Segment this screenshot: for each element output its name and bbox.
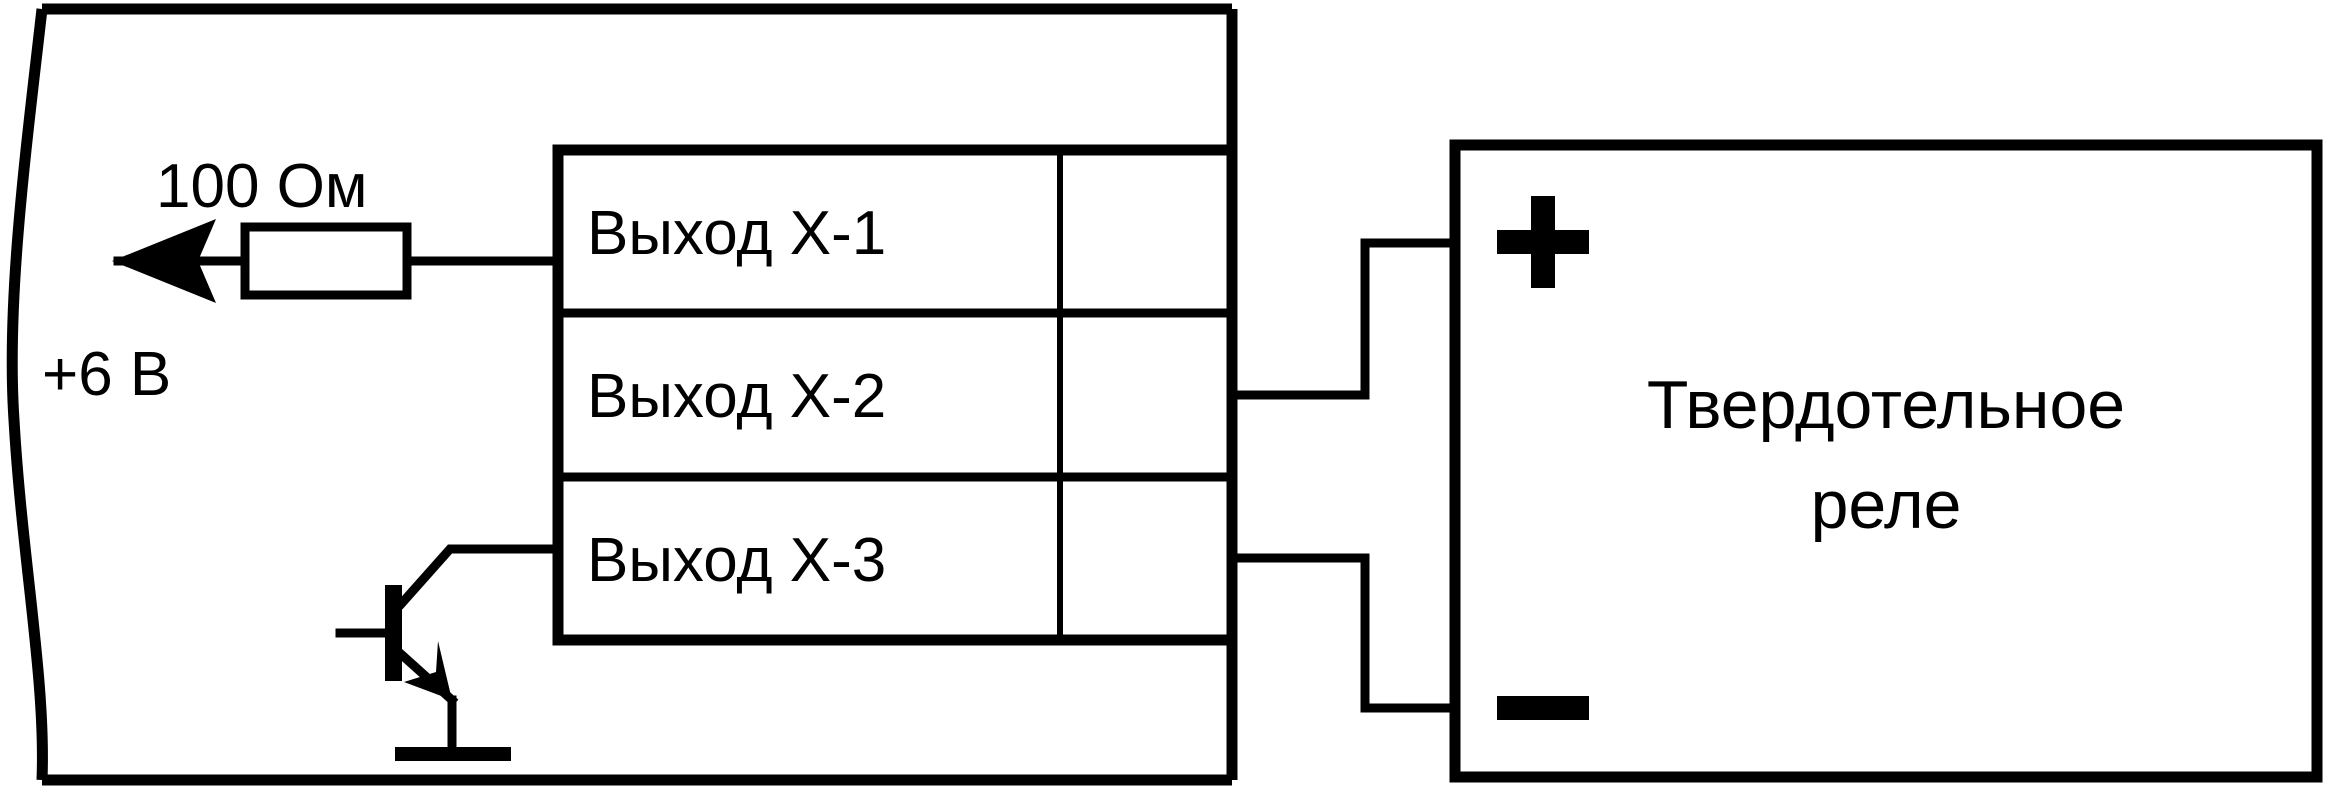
transistor-emitter-arrow-icon (404, 641, 452, 700)
solid-state-relay: Твердотельное реле (1449, 139, 2323, 783)
wire-output-x3-to-relay-minus (1227, 553, 1460, 713)
terminal-table-outline (552, 144, 1238, 646)
terminal-row-label-2: Выход Х-2 (587, 362, 886, 431)
npn-transistor-symbol (335, 544, 563, 761)
transistor-collector-lead (395, 544, 563, 610)
resistor-branch: 100 Ом (112, 152, 563, 303)
relay-minus-terminal-icon (1497, 696, 1589, 720)
relay-plus-terminal-icon (1497, 196, 1589, 288)
ground-icon (395, 747, 511, 761)
supply-voltage-label: +6 В (42, 340, 171, 409)
relay-label-line2: реле (1811, 467, 1962, 543)
resistor-symbol (240, 222, 412, 300)
wire-output-x2-to-relay-plus (1227, 238, 1460, 400)
relay-box-outline (1449, 139, 2323, 783)
enclosure-break-edge (6, 8, 48, 781)
relay-connection-wires (1227, 238, 1460, 713)
terminal-row-label-1: Выход Х-1 (587, 199, 886, 268)
terminal-block-table: Выход Х-1 Выход Х-2 Выход Х-3 (552, 144, 1238, 646)
resistor-value-label: 100 Ом (156, 152, 368, 221)
relay-label-line1: Твердотельное (1647, 367, 2125, 443)
terminal-row-label-3: Выход Х-3 (587, 526, 886, 595)
current-arrow-left-icon (112, 219, 216, 303)
